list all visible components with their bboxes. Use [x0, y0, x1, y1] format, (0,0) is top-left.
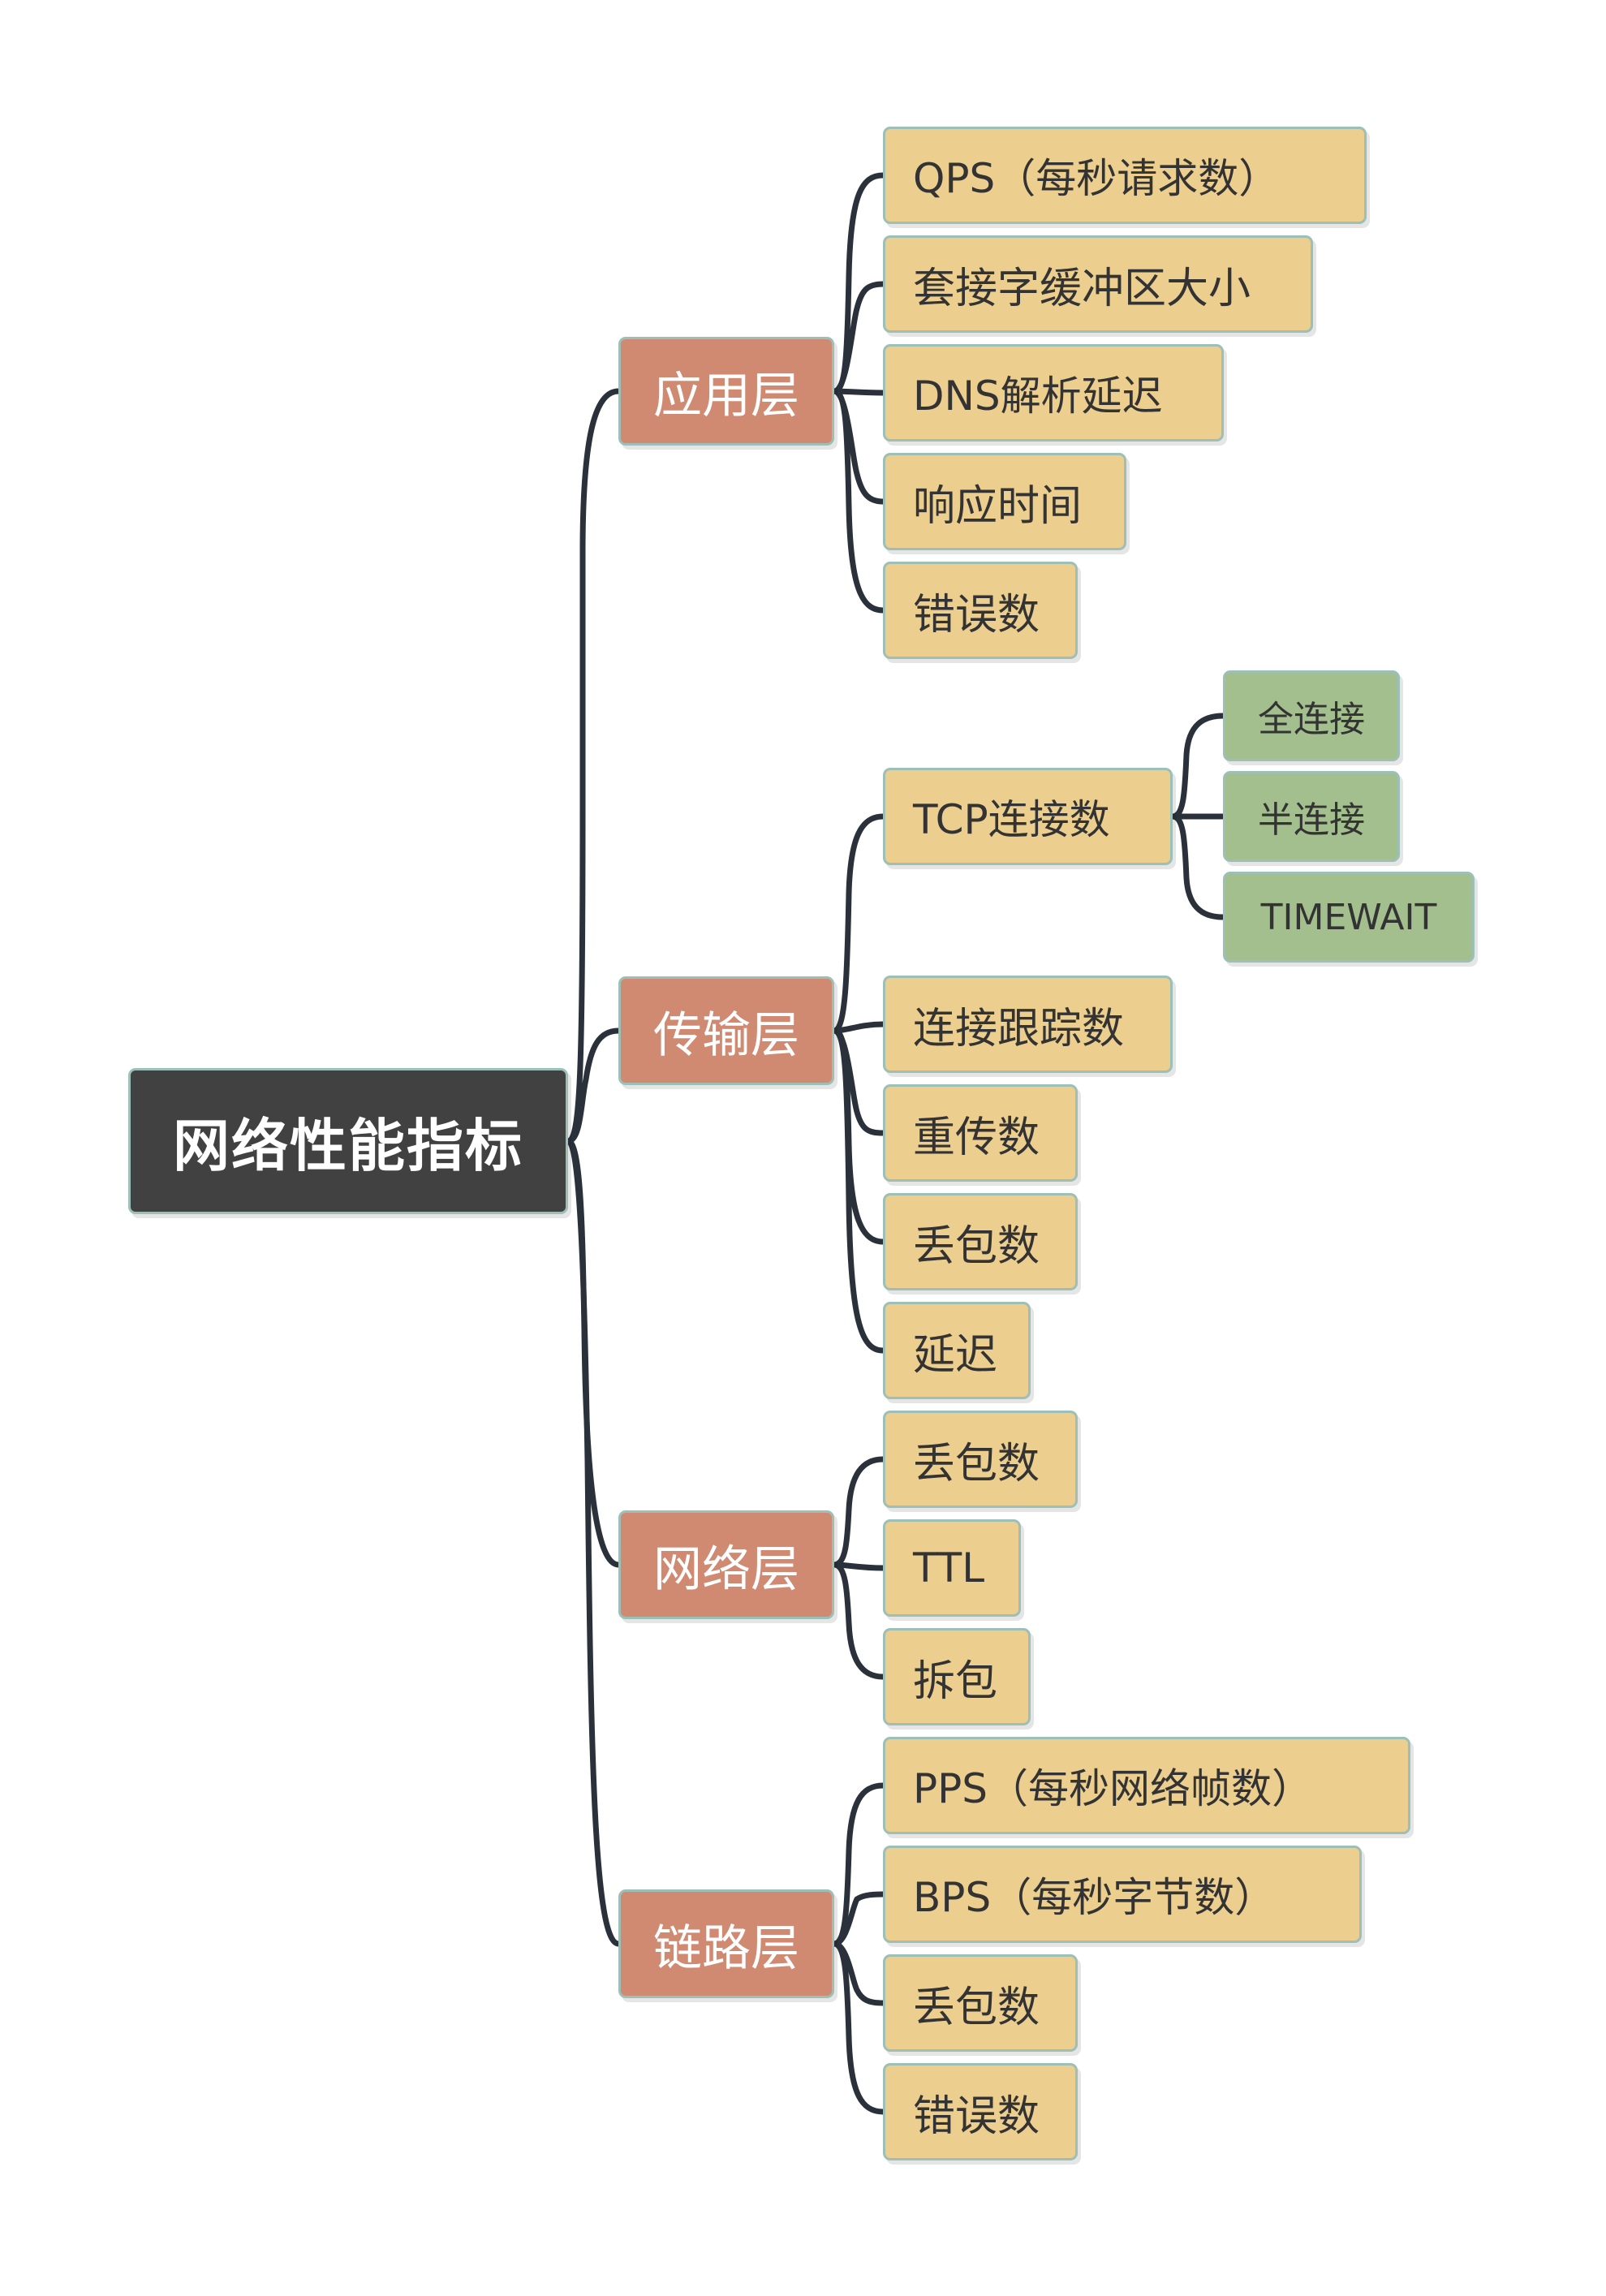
branch-tcp-3	[1169, 813, 1226, 920]
tcp-state-label: TIMEWAIT	[1260, 896, 1437, 938]
metric-label: 丢包数	[913, 1439, 1040, 1488]
branch-root-network	[565, 1138, 622, 1568]
metric-node[interactable]: BPS（每秒字节数）	[883, 1846, 1362, 1943]
tcp-state-node[interactable]: 半连接	[1223, 771, 1400, 862]
branch-network-3	[831, 1562, 886, 1680]
metric-node[interactable]: 响应时间	[883, 453, 1126, 550]
layer-node-transport[interactable]: 传输层	[618, 976, 834, 1085]
metric-node[interactable]: 丢包数	[883, 1193, 1078, 1290]
branch-transport-5	[831, 1027, 886, 1354]
metric-node[interactable]: QPS（每秒请求数）	[883, 127, 1367, 224]
branch-root-transport	[565, 1027, 622, 1144]
metric-label: 丢包数	[913, 1221, 1040, 1271]
layer-node-application[interactable]: 应用层	[618, 337, 834, 446]
tcp-state-label: 全连接	[1258, 699, 1365, 740]
branch-application-2	[831, 281, 886, 394]
metric-label: 丢包数	[913, 1983, 1040, 2032]
metric-node[interactable]: 重传数	[883, 1084, 1078, 1182]
metric-node[interactable]: 延迟	[883, 1302, 1031, 1399]
branch-link-4	[831, 1941, 886, 2115]
metric-label: PPS（每秒网络帧数）	[913, 1765, 1313, 1812]
metric-node[interactable]: 套接字缓冲区大小	[883, 235, 1313, 333]
branch-tcp-1	[1169, 713, 1226, 820]
metric-node[interactable]: 拆包	[883, 1628, 1031, 1725]
metric-label: 错误数	[913, 2091, 1040, 2141]
metric-label: 套接字缓冲区大小	[913, 264, 1251, 313]
branch-network-1	[831, 1456, 886, 1568]
metric-label: 重传数	[913, 1113, 1040, 1162]
tcp-state-label: 半连接	[1258, 799, 1365, 841]
branch-transport-1	[831, 813, 886, 1034]
branch-root-link	[565, 1138, 622, 1947]
root-label: 网络性能指标	[173, 1111, 523, 1179]
metric-label: TTL	[913, 1544, 985, 1592]
metric-node[interactable]: 错误数	[883, 562, 1078, 659]
metric-label: TCP连接数	[913, 796, 1110, 843]
metric-node[interactable]: 丢包数	[883, 1954, 1078, 2052]
branch-link-1	[831, 1782, 886, 1947]
metric-node[interactable]: TCP连接数	[883, 768, 1173, 865]
metric-label: 连接跟踪数	[913, 1004, 1125, 1053]
branch-application-5	[831, 388, 886, 614]
metric-node[interactable]: PPS（每秒网络帧数）	[883, 1737, 1410, 1834]
layer-label: 链路层	[653, 1919, 799, 1977]
metric-label: QPS（每秒请求数）	[913, 155, 1280, 202]
metric-node[interactable]: 错误数	[883, 2063, 1078, 2160]
metric-node[interactable]: 丢包数	[883, 1411, 1078, 1508]
branch-transport-4	[831, 1027, 886, 1245]
metric-node[interactable]: DNS解析延迟	[883, 344, 1224, 442]
branch-root-application	[565, 388, 622, 1144]
metric-label: 延迟	[913, 1330, 998, 1380]
metric-label: 错误数	[913, 590, 1040, 640]
metric-label: 拆包	[913, 1656, 998, 1706]
tcp-state-node[interactable]: TIMEWAIT	[1223, 872, 1475, 963]
metric-label: BPS（每秒字节数）	[913, 1874, 1276, 1921]
metric-node[interactable]: 连接跟踪数	[883, 976, 1173, 1073]
metric-label: DNS解析延迟	[913, 373, 1163, 420]
branch-link-2	[831, 1891, 886, 1947]
root-node[interactable]: 网络性能指标	[128, 1068, 568, 1214]
metric-node[interactable]: TTL	[883, 1519, 1021, 1617]
layer-label: 应用层	[653, 367, 799, 424]
layer-node-link[interactable]: 链路层	[618, 1889, 834, 1998]
layer-label: 网络层	[653, 1540, 799, 1598]
layer-label: 传输层	[653, 1006, 799, 1064]
metric-label: 响应时间	[913, 481, 1083, 531]
layer-node-network[interactable]: 网络层	[618, 1510, 834, 1619]
tcp-state-node[interactable]: 全连接	[1223, 670, 1400, 761]
